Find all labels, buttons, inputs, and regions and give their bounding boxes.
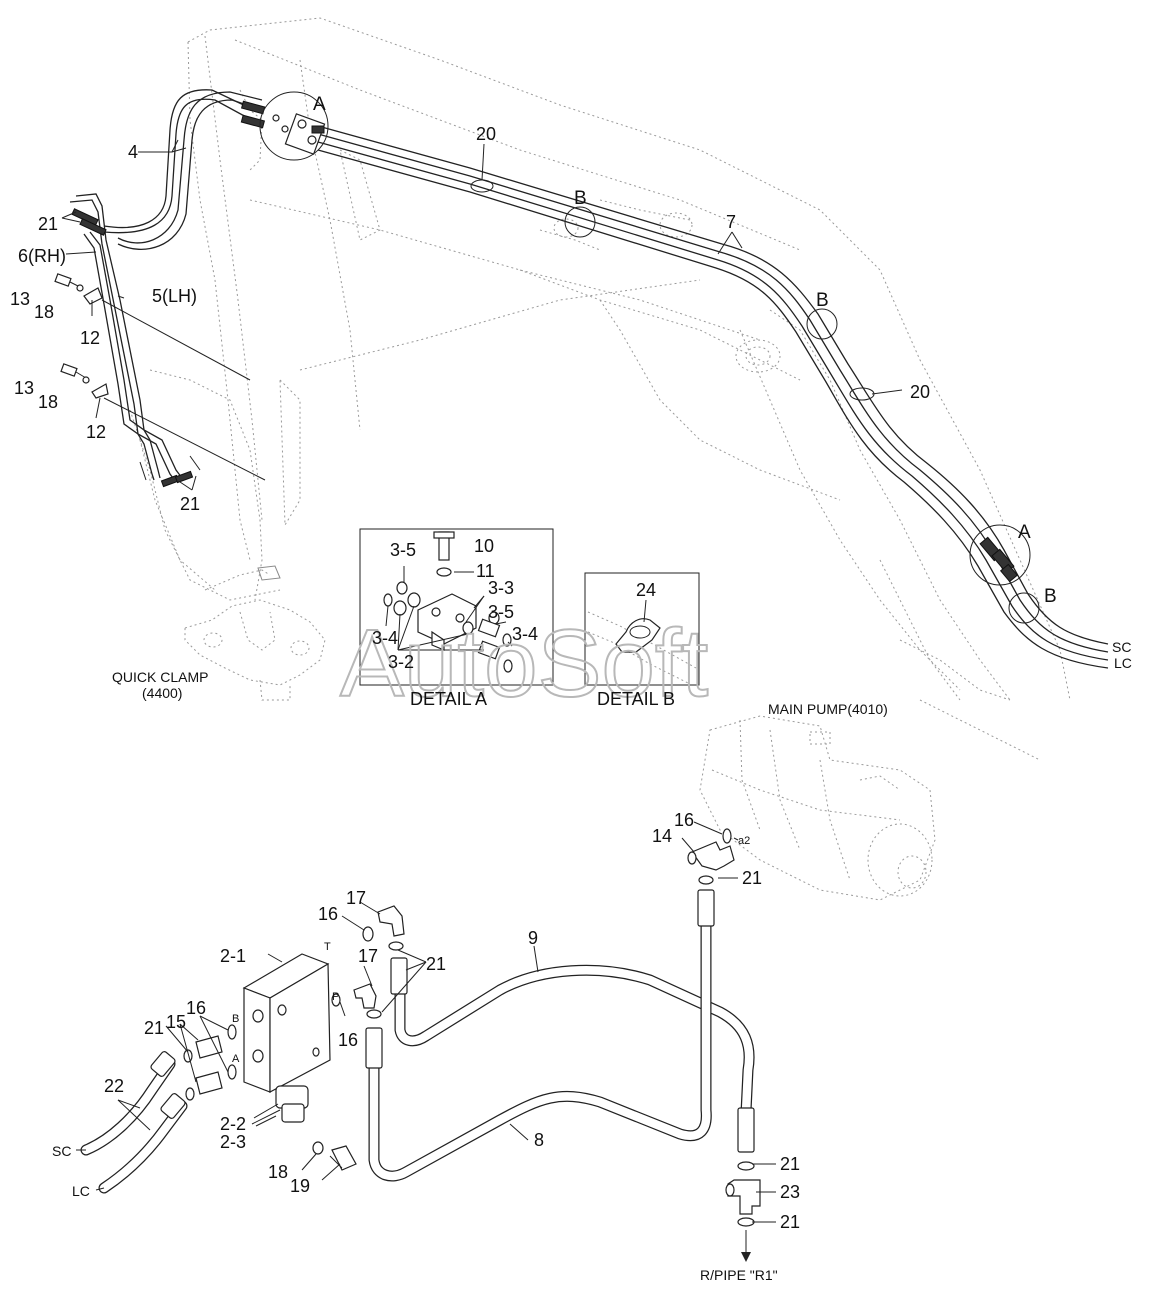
- label-part-17-a: 17: [346, 888, 366, 908]
- label-part-20-right: 20: [910, 382, 930, 402]
- hose-8: [368, 894, 712, 1182]
- fittings-cluster-right: [979, 536, 1019, 583]
- label-port-a: A: [232, 1053, 240, 1065]
- clip-20-markers: [470, 179, 875, 401]
- quick-clamp-code: (4400): [142, 685, 182, 701]
- label-part-15: 15: [166, 1012, 186, 1032]
- label-lc-top: LC: [1114, 655, 1132, 671]
- detail-a-box: [359, 528, 554, 686]
- label-part-21-r1: 21: [780, 1154, 800, 1174]
- detail-b-box: [584, 572, 700, 686]
- detail-a-part-3-4-a: 3-4: [372, 628, 398, 648]
- watermark: AutoSoft: [340, 610, 708, 717]
- label-part-4: 4: [128, 142, 138, 162]
- label-port-a2: a2: [738, 835, 750, 847]
- label-part-17-b: 17: [358, 946, 378, 966]
- label-part-18: 18: [268, 1162, 288, 1182]
- label-sc-top: SC: [1112, 639, 1131, 655]
- label-port-b: B: [232, 1013, 239, 1025]
- label-part-7: 7: [726, 212, 736, 232]
- label-port-p: P: [332, 991, 339, 1003]
- label-part-6-rh: 6(RH): [18, 246, 66, 266]
- label-part-21-top: 21: [38, 214, 58, 234]
- label-part-2-3: 2-3: [220, 1132, 246, 1152]
- label-part-16-b: 16: [338, 1030, 358, 1050]
- bolt-19-washer-18: [312, 1141, 357, 1171]
- label-part-16-c: 16: [186, 998, 206, 1018]
- label-part-12-b: 12: [86, 422, 106, 442]
- arm-ghost-outline: [129, 369, 281, 601]
- label-part-21-mid: 21: [426, 954, 446, 974]
- hose-ends: [365, 889, 755, 1227]
- detail-b-title: DETAIL B: [597, 689, 675, 709]
- label-part-18-b: 18: [38, 392, 58, 412]
- label-lc-bottom: LC: [72, 1183, 90, 1199]
- valve-block-2-1: [242, 953, 331, 1125]
- r-pipe-label: R/PIPE "R1": [700, 1267, 778, 1283]
- detail-a-part-3-4-b: 3-4: [512, 624, 538, 644]
- tee-fitting-23: [725, 1179, 761, 1262]
- label-part-18-a: 18: [34, 302, 54, 322]
- label-part-14: 14: [652, 826, 672, 846]
- elbows-and-orings: [183, 905, 405, 1101]
- pump-fitting-14-16: [687, 828, 739, 885]
- label-part-20-top: 20: [476, 124, 496, 144]
- hose-9: [394, 964, 755, 1118]
- quick-clamp-label: QUICK CLAMP: [112, 669, 208, 685]
- label-part-19: 19: [290, 1176, 310, 1196]
- callout-a-top: A: [313, 94, 326, 115]
- label-part-13-a: 13: [10, 289, 30, 309]
- upper-leaders: [61, 139, 903, 491]
- callout-a-right: A: [1018, 522, 1031, 543]
- label-part-21-low: 21: [180, 494, 200, 514]
- lower-leaders: [76, 821, 776, 1223]
- label-part-21-r2: 21: [780, 1212, 800, 1232]
- hoses-22: [80, 1051, 188, 1194]
- quick-clamp-drawing: [184, 599, 326, 701]
- detail-b-part-24: 24: [636, 580, 656, 600]
- label-part-22: 22: [104, 1076, 124, 1096]
- upper-pipe-set-7: [317, 125, 1109, 669]
- callout-b-1: B: [574, 188, 587, 209]
- label-part-16-a: 16: [318, 904, 338, 924]
- main-pump-drawing: [699, 715, 936, 901]
- detail-a-part-3-5-a: 3-5: [390, 540, 416, 560]
- detail-a-part-3-5-b: 3-5: [488, 602, 514, 622]
- detail-a-part-3-2: 3-2: [388, 652, 414, 672]
- label-part-9: 9: [528, 928, 538, 948]
- callout-b-2: B: [816, 290, 829, 311]
- clamp-12-parts: [54, 273, 109, 399]
- label-part-2-1: 2-1: [220, 946, 246, 966]
- label-part-23: 23: [780, 1182, 800, 1202]
- detail-a-part-3-3: 3-3: [488, 578, 514, 598]
- label-part-16-pump: 16: [674, 810, 694, 830]
- detail-circles: [259, 91, 1040, 624]
- detail-a-part-11: 11: [476, 561, 495, 581]
- label-part-13-b: 13: [14, 378, 34, 398]
- left-pipes-5-6: [69, 193, 201, 488]
- upper-pipe-set-4: [103, 89, 263, 250]
- boom-ghost-outline: [187, 17, 1071, 761]
- label-part-21-left: 21: [144, 1018, 164, 1038]
- detail-a-title: DETAIL A: [410, 689, 487, 709]
- label-port-t: T: [324, 941, 331, 953]
- label-sc-bottom: SC: [52, 1143, 71, 1159]
- label-part-5-lh: 5(LH): [152, 286, 197, 306]
- label-part-21-pump: 21: [742, 868, 762, 888]
- main-pump-label: MAIN PUMP(4010): [768, 701, 888, 717]
- label-part-8: 8: [534, 1130, 544, 1150]
- detail-a-part-10: 10: [474, 536, 494, 556]
- label-part-2-2: 2-2: [220, 1114, 246, 1134]
- label-part-12-a: 12: [80, 328, 100, 348]
- callout-b-3: B: [1044, 586, 1057, 607]
